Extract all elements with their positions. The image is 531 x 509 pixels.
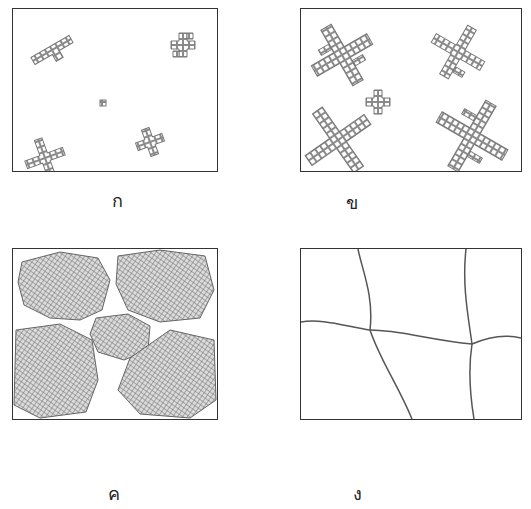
- panel-frame: [12, 248, 218, 420]
- grain-boundaries: [301, 249, 521, 419]
- nuclei: [19, 33, 195, 171]
- panel-label: ก: [112, 190, 123, 212]
- panel-label: ข: [346, 192, 358, 214]
- panel-frame: [300, 248, 522, 420]
- growing-grains: [14, 250, 216, 418]
- panel-label: ค: [108, 483, 120, 505]
- panel-frame: [12, 8, 218, 172]
- panel-frame: [300, 8, 522, 172]
- panel-label: ง: [353, 483, 362, 505]
- dendrites: [301, 11, 521, 171]
